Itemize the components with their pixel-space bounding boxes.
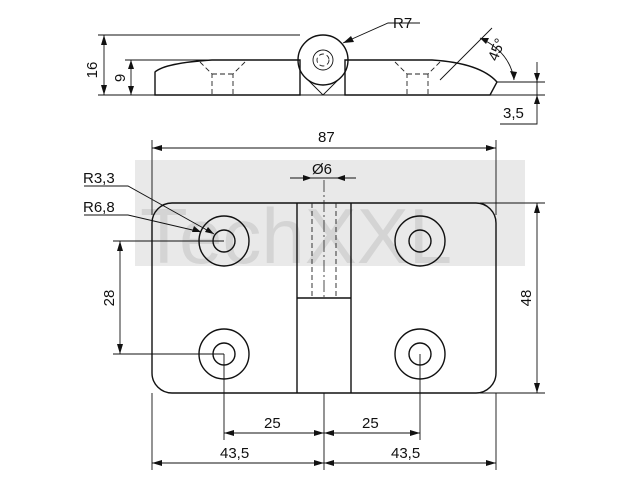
dim-28-arrow-top [117, 241, 123, 251]
dim-28-ext [113, 240, 224, 355]
dim-43-5-left-label: 43,5 [220, 445, 249, 462]
dim-3-5-arrow-top [534, 73, 540, 82]
dim-28-label: 28 [101, 290, 118, 307]
r68-arrow [192, 226, 201, 232]
dim-25-left-label: 25 [264, 415, 281, 432]
dim-25-right-label: 25 [362, 415, 379, 432]
dim-25-left-arrow-b [314, 430, 324, 436]
dim-16-ext [98, 34, 300, 96]
dim-43-5-left-arrow-b [314, 460, 324, 466]
dim-25-right-arrow-a [324, 430, 334, 436]
bottom-ext-lines [151, 354, 497, 470]
r33-leader [84, 185, 215, 235]
front-view: 87 Ø6 R3,3 R6,8 28 48 25 [83, 129, 545, 470]
side-right-leaf [344, 59, 498, 96]
side-view: 16 9 R7 45° 3,5 [84, 15, 545, 125]
dim-87-label: 87 [318, 129, 335, 146]
angle-ext-line [439, 27, 493, 81]
angle-arrow-top [480, 38, 489, 44]
dim-9-arrow-bottom [128, 86, 134, 95]
dim-28-arrow-bottom [117, 344, 123, 354]
dim-87-arrow-left [152, 145, 162, 151]
dim-16-arrow-bottom [101, 85, 107, 95]
countersink-left [199, 61, 246, 95]
r68-leader [84, 214, 202, 233]
dim-pin-label: Ø6 [312, 161, 332, 178]
dim-pin-arrow-right [336, 175, 345, 181]
knuckle-split-line [307, 79, 339, 96]
r33-arrow [205, 227, 214, 234]
dim-16-label: 16 [84, 62, 101, 79]
dim-48-ext [480, 202, 545, 394]
dim-3-5-label: 3,5 [503, 105, 524, 122]
dim-16-arrow-top [101, 35, 107, 45]
angle-arrow-bottom [510, 71, 517, 80]
dim-43-5-right-label: 43,5 [391, 445, 420, 462]
pin-knuckle [297, 34, 349, 86]
dim-48-label: 48 [518, 290, 535, 307]
pin-bore-outer [312, 49, 334, 71]
r7-leader [342, 22, 420, 44]
angle-label: 45° [485, 36, 509, 63]
dim-87-arrow-right [486, 145, 496, 151]
dim-43-5-left-arrow-a [152, 460, 162, 466]
dim-3-5-arrow-bottom [534, 95, 540, 104]
dim-25-left-arrow-a [224, 430, 234, 436]
side-left-leaf [154, 59, 301, 96]
dim-48-arrow-bottom [534, 383, 540, 393]
pin-bore-inner [316, 53, 330, 67]
r33-label: R3,3 [83, 170, 115, 187]
dim-9-label: 9 [112, 74, 129, 82]
dim-9-arrow-top [128, 60, 134, 69]
dim-25-right-arrow-b [410, 430, 420, 436]
r68-label: R6,8 [83, 199, 115, 216]
countersink-right [394, 61, 441, 95]
dim-87-ext [151, 140, 497, 215]
dim-pin-arrow-left [303, 175, 312, 181]
watermark-text: TechXXL [140, 192, 452, 280]
r7-arrow [343, 36, 354, 43]
washer-top-right [394, 215, 446, 267]
dim-48-arrow-top [534, 203, 540, 213]
hole-top-right [408, 229, 432, 253]
dim-43-5-right-arrow-b [486, 460, 496, 466]
dim-43-5-right-arrow-a [324, 460, 334, 466]
r7-label: R7 [393, 15, 412, 32]
dim-3-5-line [500, 62, 538, 125]
